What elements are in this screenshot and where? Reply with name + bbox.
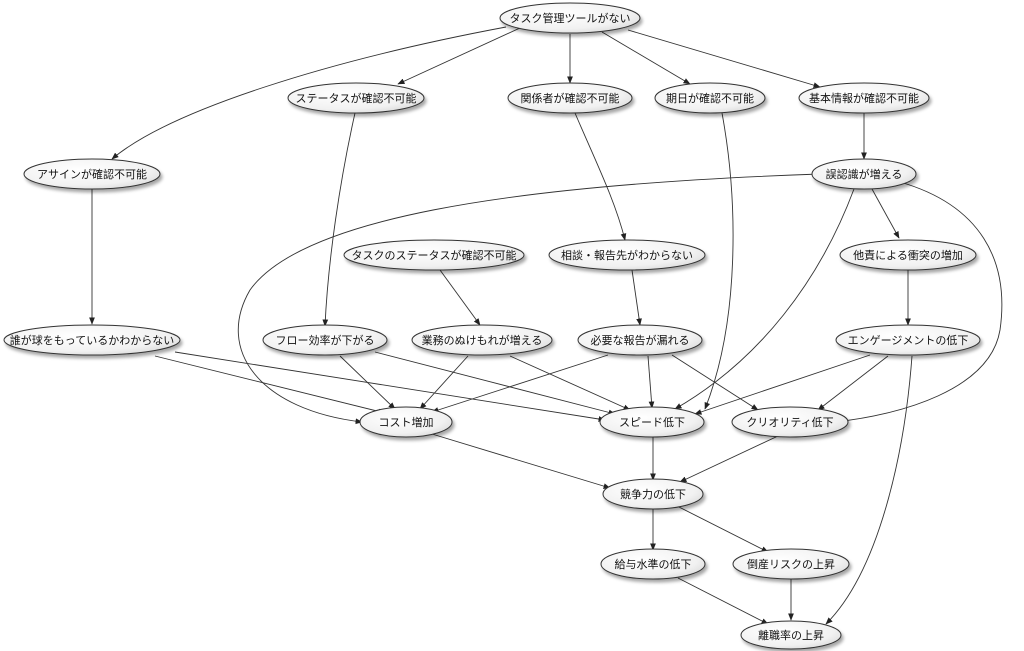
node-root[interactable]: タスク管理ツールがない xyxy=(499,2,641,34)
node-basic[interactable]: 基本情報が確認不可能 xyxy=(798,82,930,114)
node-misrec[interactable]: 誤認識が増える xyxy=(811,158,917,190)
node-turnover[interactable]: 離職率の上昇 xyxy=(740,620,842,650)
node-label-task-status: タスクのステータスが確認不可能 xyxy=(352,248,517,262)
node-bankrupt[interactable]: 倒産リスクの上昇 xyxy=(732,548,850,580)
edge-reportleak-speed xyxy=(647,355,655,409)
edge-ball-cost xyxy=(154,355,386,415)
edge-misrec-cost xyxy=(237,173,821,425)
node-engagement[interactable]: エンゲージメントの低下 xyxy=(835,324,981,356)
edge-flow-speed xyxy=(374,351,616,416)
node-label-ball: 誰が球をもっているかわからない xyxy=(10,333,174,347)
edge-consult-reportleak xyxy=(631,269,642,326)
node-ball[interactable]: 誰が球をもっているかわからない xyxy=(3,324,181,356)
node-status[interactable]: ステータスが確認不可能 xyxy=(287,82,425,114)
edge-deadline-speed xyxy=(704,112,734,410)
edge-quality-compete xyxy=(679,435,779,483)
node-label-deadline: 期日が確認不可能 xyxy=(666,91,754,105)
edge-cost-compete xyxy=(431,433,611,489)
node-label-root: タスク管理ツールがない xyxy=(510,11,631,25)
node-label-engagement: エンゲージメントの低下 xyxy=(848,334,969,347)
edge-ball-speed xyxy=(174,351,606,422)
node-label-assignee: アサインが確認不可能 xyxy=(37,167,147,181)
edge-omission-cost xyxy=(419,355,469,410)
node-salary[interactable]: 給与水準の低下 xyxy=(600,548,706,580)
node-label-stakeholders: 関係者が確認不可能 xyxy=(521,91,620,105)
edge-misrec-speed xyxy=(674,188,855,410)
edge-engagement-quality xyxy=(817,355,889,411)
edge-misrec-blame xyxy=(871,188,900,239)
edge-reportleak-cost xyxy=(431,354,609,413)
edges xyxy=(89,26,1003,625)
node-cost[interactable]: コスト増加 xyxy=(359,406,453,438)
edge-misrec-quality xyxy=(834,181,1003,425)
node-compete[interactable]: 競争力の低下 xyxy=(602,478,704,510)
node-label-consult: 相談・報告先がわからない xyxy=(561,248,693,262)
edge-root-assignee xyxy=(111,26,507,160)
node-label-quality: クリオリティ低下 xyxy=(746,416,833,429)
edge-reportleak-quality xyxy=(671,354,759,411)
node-label-speed: スピード低下 xyxy=(619,416,685,429)
node-label-turnover: 離職率の上昇 xyxy=(758,628,824,642)
node-label-flow: フロー効率が下がる xyxy=(276,333,375,347)
node-flow[interactable]: フロー効率が下がる xyxy=(262,324,388,356)
edge-engagement-speed xyxy=(694,354,871,415)
edge-salary-turnover xyxy=(677,577,769,625)
node-deadline[interactable]: 期日が確認不可能 xyxy=(654,82,766,114)
edge-taskstatus-omission xyxy=(439,269,481,326)
node-speed[interactable]: スピード低下 xyxy=(599,406,705,438)
node-task-status[interactable]: タスクのステータスが確認不可能 xyxy=(343,239,525,271)
node-consult[interactable]: 相談・報告先がわからない xyxy=(548,239,706,271)
edge-root-deadline xyxy=(601,31,691,85)
node-label-bankrupt: 倒産リスクの上昇 xyxy=(747,558,835,571)
edge-status-flow xyxy=(322,112,356,327)
edge-root-basic xyxy=(627,29,821,88)
edge-omission-speed xyxy=(509,355,631,411)
edge-root-status xyxy=(397,27,521,85)
node-label-cost: コスト増加 xyxy=(379,416,434,429)
edge-flow-cost xyxy=(339,355,396,410)
node-label-blame: 他責による衝突の増加 xyxy=(853,248,963,262)
node-label-salary: 給与水準の低下 xyxy=(615,557,692,571)
node-label-status: ステータスが確認不可能 xyxy=(296,91,417,105)
node-label-basic: 基本情報が確認不可能 xyxy=(809,91,919,105)
node-blame[interactable]: 他責による衝突の増加 xyxy=(839,239,977,271)
node-assignee[interactable]: アサインが確認不可能 xyxy=(23,158,161,190)
node-label-report-leak: 必要な報告が漏れる xyxy=(591,333,690,347)
edge-engagement-turnover xyxy=(825,355,913,625)
node-label-omission: 業務のぬけもれが増える xyxy=(422,333,543,347)
node-label-misrec: 誤認識が増える xyxy=(826,167,903,181)
node-stakeholders[interactable]: 関係者が確認不可能 xyxy=(507,82,633,114)
nodes: タスク管理ツールがない ステータスが確認不可能 関係者が確認不可能 期日が確認不… xyxy=(3,2,981,650)
edge-stakeholders-consult xyxy=(574,112,627,241)
node-report-leak[interactable]: 必要な報告が漏れる xyxy=(577,324,703,356)
node-quality[interactable]: クリオリティ低下 xyxy=(731,406,849,438)
node-omission[interactable]: 業務のぬけもれが増える xyxy=(411,324,553,356)
edge-compete-bankrupt xyxy=(676,505,769,553)
node-label-compete: 競争力の低下 xyxy=(620,487,686,501)
